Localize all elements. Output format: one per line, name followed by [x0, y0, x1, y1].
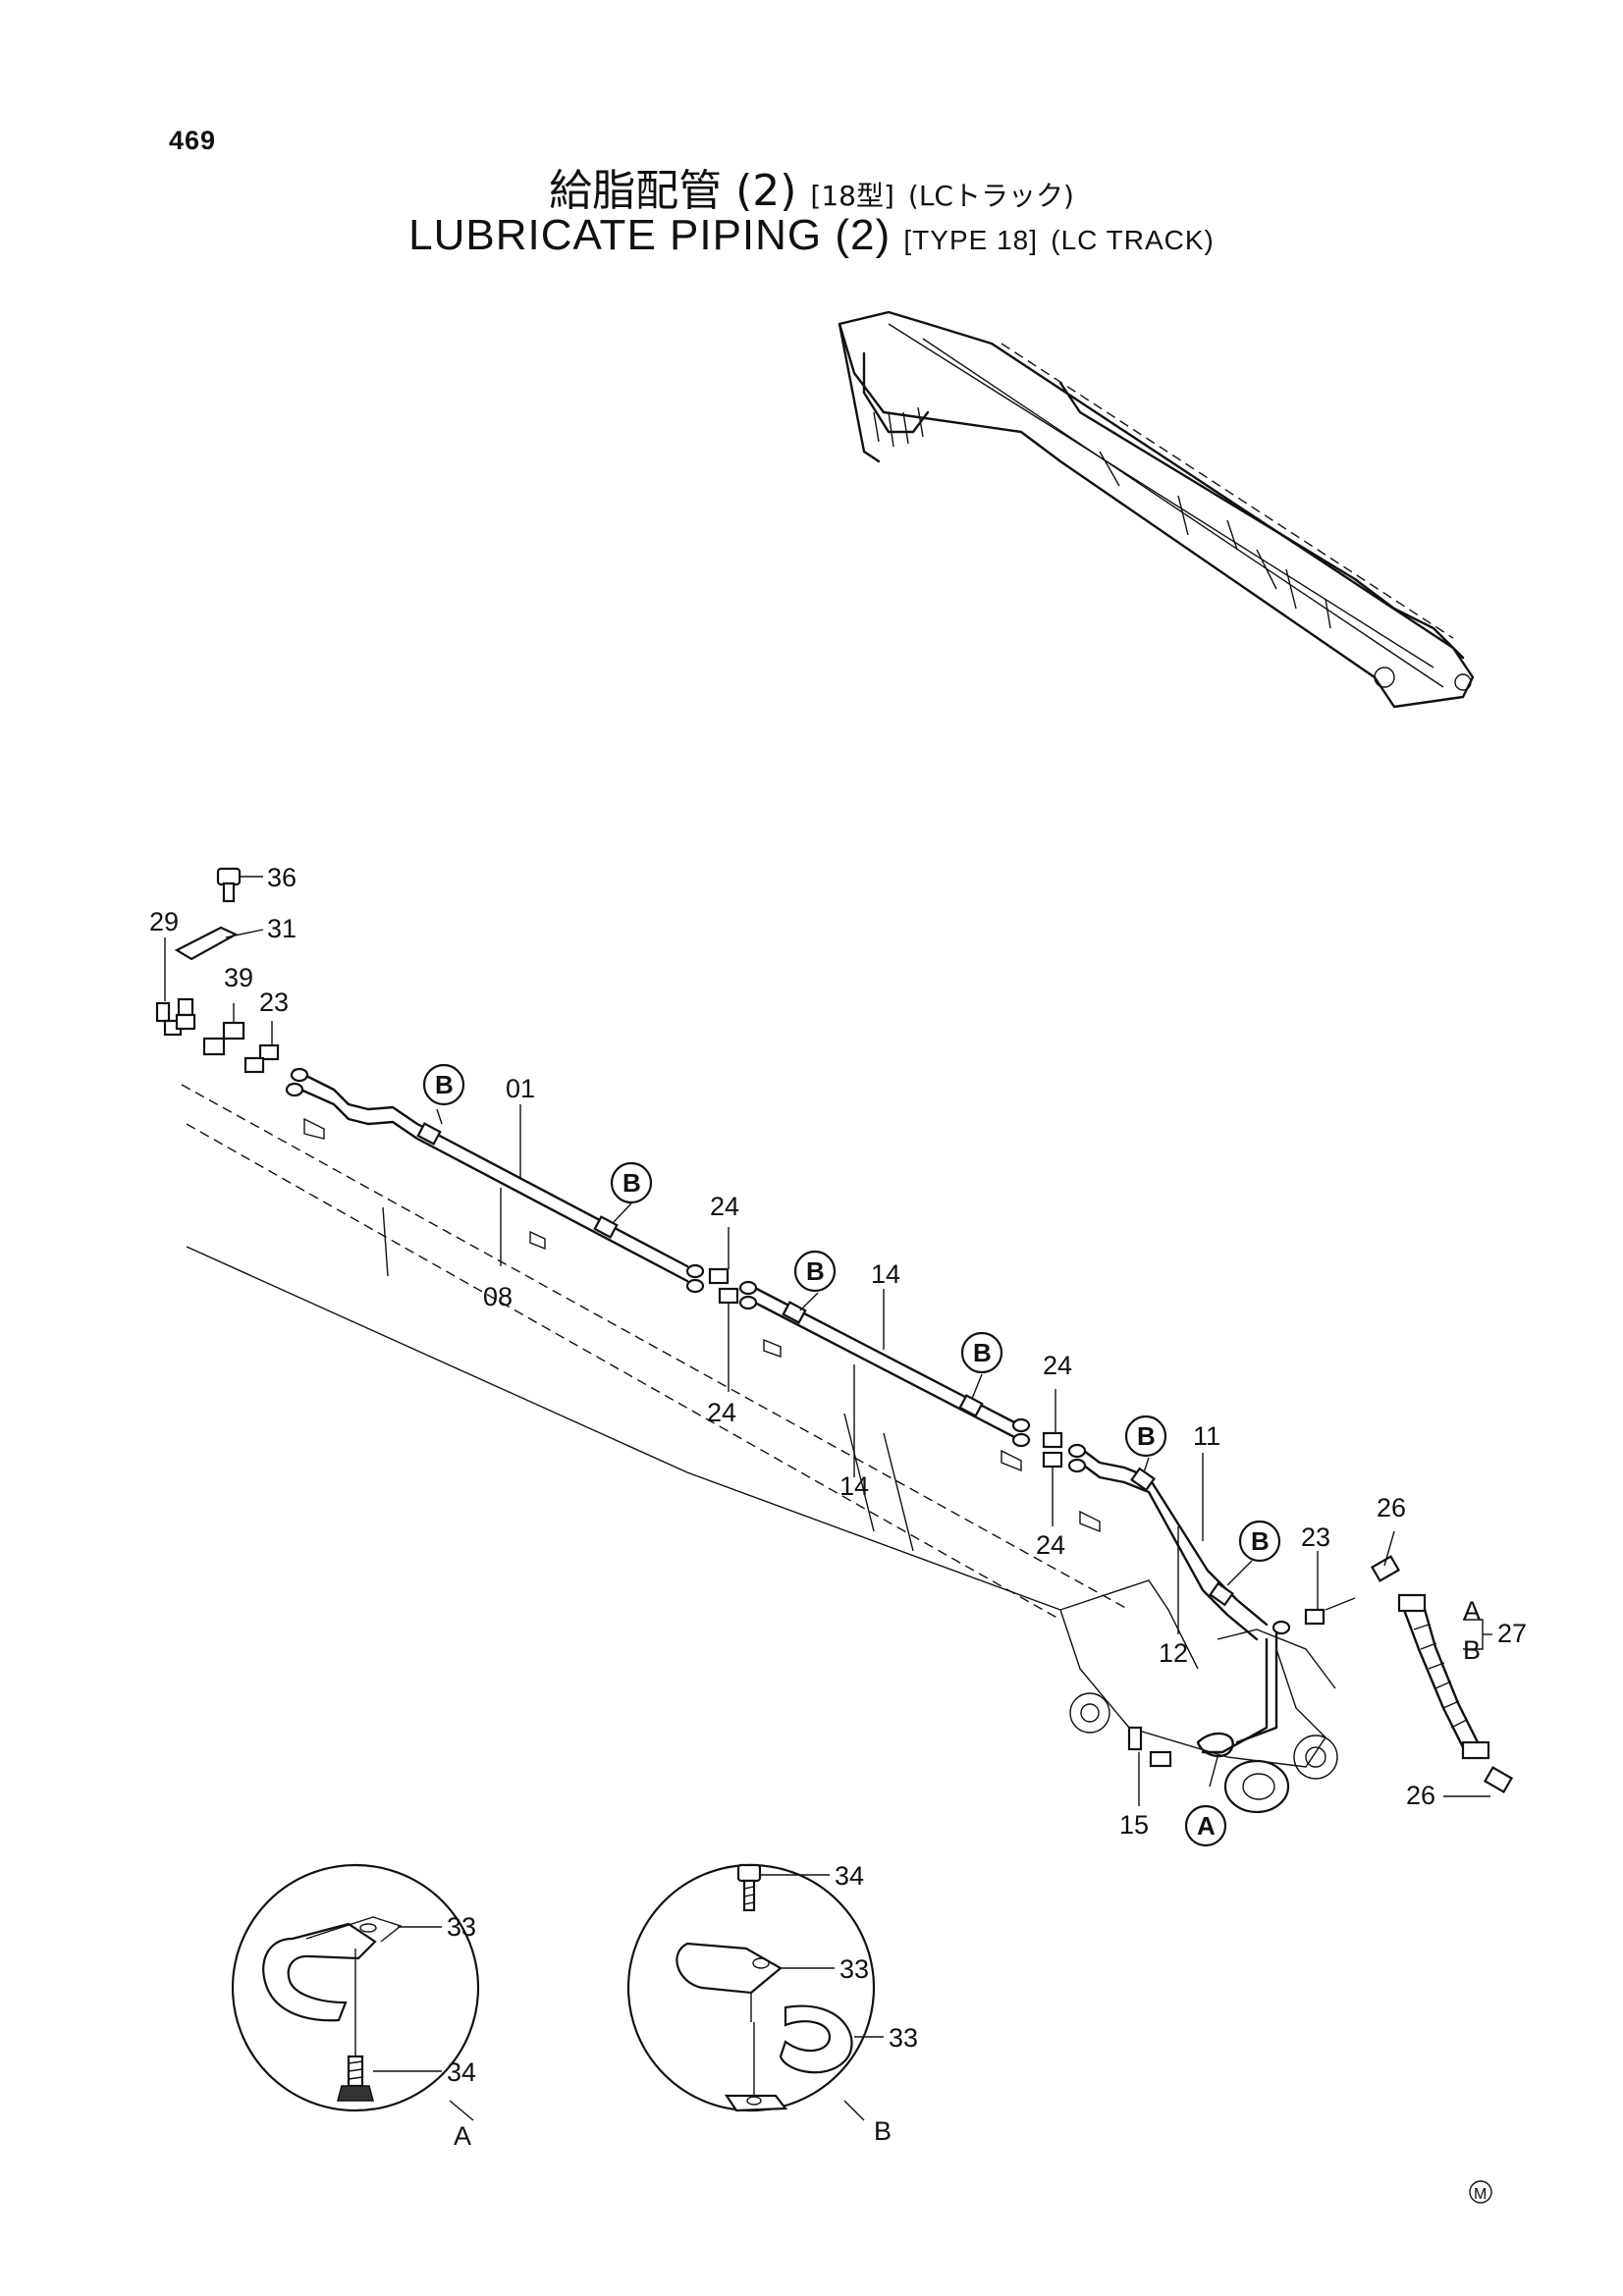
callout-23-right: 23: [1301, 1522, 1330, 1552]
svg-text:M: M: [1474, 2186, 1487, 2203]
callout-23-top: 23: [259, 988, 289, 1017]
view-marker-b-5: B: [1124, 1415, 1167, 1458]
footer-mark: M: [1469, 2180, 1492, 2204]
detail-b-callout-34: 34: [835, 1861, 864, 1891]
bucket-teeth: [873, 406, 924, 448]
callout-31: 31: [267, 914, 297, 943]
callout-26-top: 26: [1377, 1493, 1406, 1522]
callout-24-b: 24: [707, 1398, 736, 1427]
pipe-14: [738, 1280, 1031, 1448]
view-marker-a-1: A: [1184, 1804, 1227, 1847]
callout-08: 08: [483, 1282, 513, 1311]
title-en-variant: (LC TRACK): [1051, 225, 1215, 255]
svg-text:B: B: [622, 1168, 641, 1198]
callout-24-d: 24: [1036, 1530, 1065, 1560]
callout-24-a: 24: [710, 1192, 739, 1221]
svg-text:A: A: [1197, 1811, 1216, 1841]
title-en-type: [TYPE 18]: [903, 225, 1039, 255]
title-en-main: LUBRICATE PIPING (2): [408, 211, 892, 259]
view-markers: B B B B B B A: [422, 1063, 1281, 1847]
callout-14-a: 14: [871, 1259, 900, 1289]
detail-view-a: 33 34 A: [231, 1863, 480, 2151]
hose-end-a: A: [1463, 1596, 1481, 1626]
svg-text:B: B: [435, 1070, 454, 1099]
detail-b-callout-33-a: 33: [839, 1954, 869, 1984]
callout-26-bottom: 26: [1406, 1781, 1435, 1810]
svg-text:B: B: [1137, 1421, 1156, 1451]
detail-b-callout-33-b: 33: [889, 2023, 918, 2053]
callout-01: 01: [506, 1074, 535, 1103]
svg-text:B: B: [973, 1338, 992, 1367]
detail-view-b-label: B: [874, 2116, 892, 2146]
detail-view-a-label: A: [454, 2121, 471, 2151]
callout-15: 15: [1119, 1810, 1149, 1840]
callout-12: 12: [1159, 1638, 1188, 1668]
page-number: 469: [169, 126, 217, 155]
view-marker-b-1: B: [422, 1063, 465, 1106]
detail-a-callout-33: 33: [447, 1912, 476, 1942]
title-jp-main: 給脂配管 (2): [549, 166, 797, 216]
view-marker-b-2: B: [610, 1161, 653, 1204]
callout-29: 29: [149, 907, 179, 936]
overview-arm-illustration: [838, 310, 1475, 709]
callout-39: 39: [224, 963, 253, 992]
pipe-11-12: [1067, 1443, 1291, 1758]
title-jp-variant: (LCトラック): [907, 180, 1074, 212]
leader-lines: [164, 876, 1492, 1806]
svg-text:B: B: [1251, 1526, 1270, 1556]
hose-27: [1370, 1555, 1514, 1793]
title-japanese: 給脂配管 (2) [18型] (LCトラック): [0, 155, 1623, 218]
callout-14-b: 14: [839, 1471, 869, 1501]
svg-text:B: B: [806, 1256, 825, 1286]
callout-36: 36: [267, 863, 297, 892]
fittings: [155, 867, 1356, 1768]
part-callouts: 36 31 29 39 23 01 08 24 24 14 14 24 24 1…: [149, 863, 1527, 1840]
title-english: LUBRICATE PIPING (2) [TYPE 18] (LC TRACK…: [0, 211, 1623, 260]
detail-a-callout-34: 34: [447, 2057, 476, 2087]
hose-end-b: B: [1463, 1635, 1481, 1665]
callout-11: 11: [1193, 1421, 1220, 1451]
view-marker-b-3: B: [793, 1250, 837, 1293]
callout-27: 27: [1497, 1619, 1527, 1648]
view-marker-b-6: B: [1238, 1520, 1281, 1563]
arm-outline: [181, 1084, 1338, 1814]
title-jp-type: [18型]: [810, 180, 894, 212]
detail-view-b: 34 33 33 B: [626, 1861, 918, 2146]
pipe-01-08: [285, 1067, 705, 1294]
callout-24-c: 24: [1043, 1351, 1072, 1380]
view-marker-b-4: B: [960, 1331, 1003, 1374]
